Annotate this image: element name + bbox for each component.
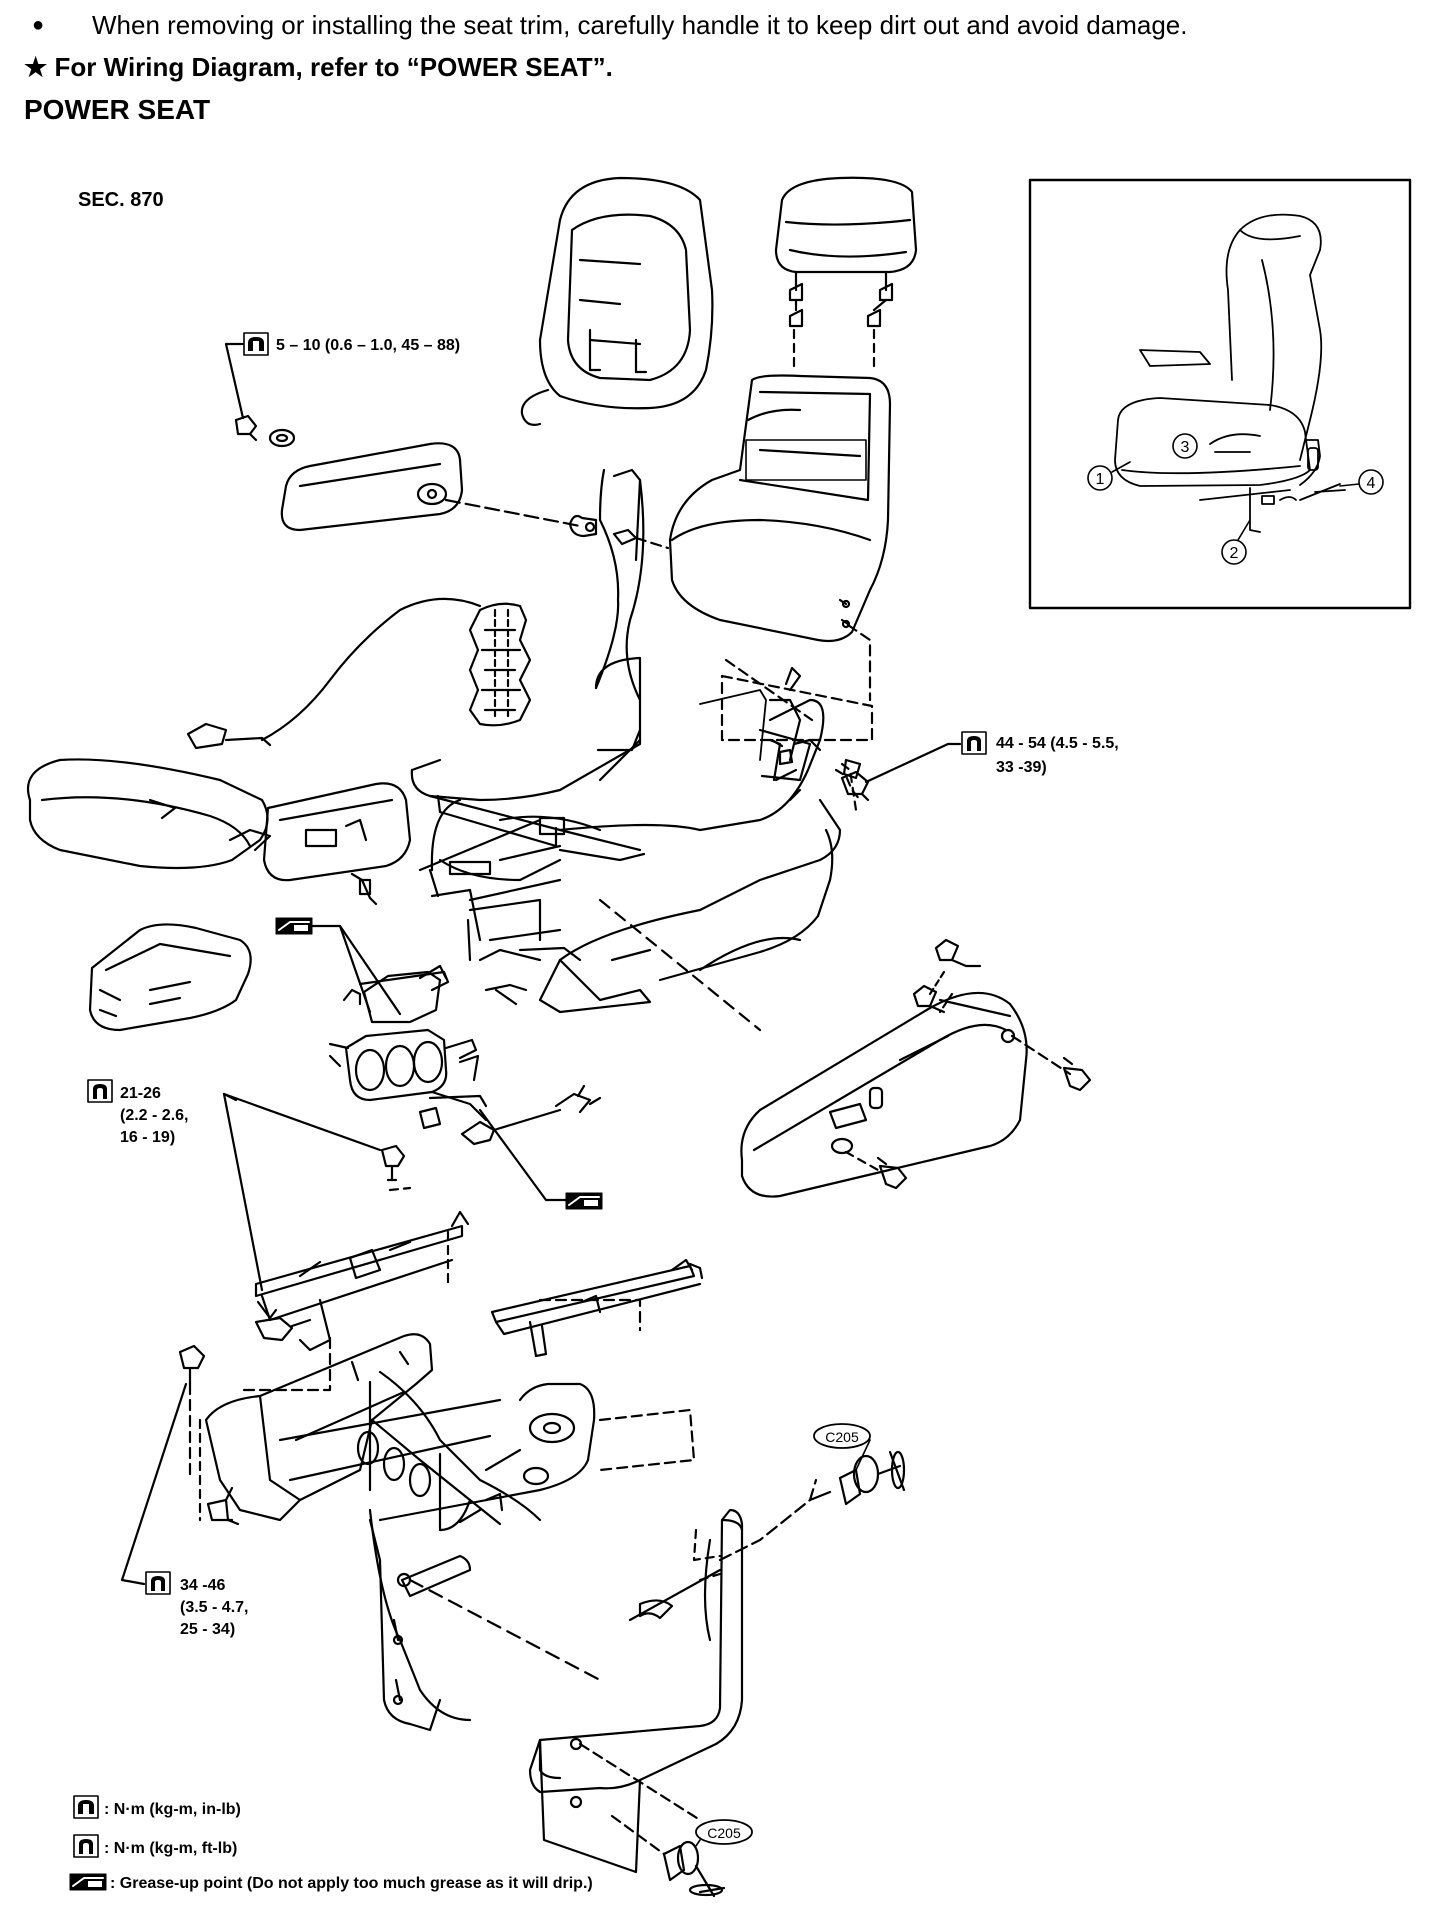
inset-seat-illustration — [1114, 213, 1346, 533]
callout-4: 4 — [1367, 475, 1376, 492]
headrest — [774, 176, 918, 372]
armrest — [280, 442, 670, 550]
grease-icon-2 — [564, 1191, 604, 1211]
torque-spec-4-line1: 34 -46 — [180, 1577, 225, 1594]
inset-box: 1 2 3 4 — [1028, 178, 1412, 610]
seat-frame — [410, 468, 842, 1014]
lower-side-finisher — [528, 1478, 818, 1874]
torque-spec-2-line2: 33 -39) — [996, 759, 1047, 776]
bullet-dot: ● — [32, 14, 45, 36]
armrest-bolt — [224, 342, 296, 448]
section-title: POWER SEAT — [24, 94, 211, 125]
torque-icon-ftlb — [960, 730, 988, 756]
callout-2: 2 — [1230, 545, 1239, 562]
legend-torque-icon — [72, 1794, 100, 1820]
grease-leader-lower — [478, 1108, 568, 1202]
seat-base-bolt — [120, 1344, 206, 1586]
callout-1: 1 — [1096, 471, 1105, 488]
seat-cushion-trim — [26, 758, 272, 870]
seat-heater-pad — [186, 597, 532, 750]
torque-spec-3-line3: 16 - 19) — [120, 1129, 175, 1146]
instruction-bullet: ● When removing or installing the seat tr… — [24, 10, 1187, 41]
torque-spec-3-line1: 21-26 — [120, 1085, 161, 1102]
legend-item-ftlb: : N·m (kg-m, ft-lb) — [104, 1840, 237, 1857]
clip-c205-lower — [610, 1814, 726, 1898]
grease-icon-1 — [274, 916, 314, 936]
slide-rail-bolt — [222, 1092, 412, 1292]
seat-riser-frame — [198, 1298, 696, 1732]
seat-side-cover — [262, 782, 412, 906]
torque-spec-3-line2: (2.2 - 2.6, — [120, 1107, 188, 1124]
legend-wrench-icon — [72, 1833, 100, 1859]
recliner-bolt — [840, 742, 962, 802]
legend-grease-icon — [68, 1872, 108, 1892]
instruction-text: When removing or installing the seat tri… — [92, 10, 1188, 40]
grease-leader-top — [310, 924, 402, 1016]
legend-item-inlb: : N·m (kg-m, in-lb) — [104, 1801, 241, 1818]
seatback-trim — [520, 176, 714, 426]
clip-label-oval-1 — [813, 1423, 871, 1449]
seatback-frame — [668, 374, 892, 702]
slide-rail-inner — [238, 1210, 470, 1392]
seat-side-finisher — [598, 898, 1072, 1198]
section-number: SEC. 870 — [78, 189, 164, 211]
legend-item-grease: : Grease-up point (Do not apply too much… — [110, 1875, 593, 1892]
assembly-leader-box — [720, 674, 874, 742]
torque-icon-inlb — [242, 331, 270, 357]
clip-label-oval-2 — [695, 1819, 753, 1845]
torque-spec-2-line1: 44 - 54 (4.5 - 5.5, — [996, 735, 1119, 752]
torque-icon-ftlb-2 — [86, 1078, 114, 1104]
seat-motor-assembly — [328, 964, 602, 1146]
clip-label-2: C205 — [707, 1825, 741, 1841]
front-cover — [88, 923, 252, 1032]
recliner-bracket — [699, 658, 862, 812]
torque-icon-ftlb-3 — [144, 1570, 172, 1596]
slide-rail-outer — [490, 1258, 704, 1358]
wiring-note: ★ For Wiring Diagram, refer to “POWER SE… — [24, 52, 613, 82]
clip-label-1: C205 — [825, 1429, 859, 1445]
finisher-screws — [876, 938, 1092, 1190]
clip-c205-upper — [808, 1439, 906, 1506]
callout-3: 3 — [1181, 439, 1190, 456]
torque-spec-4-line2: (3.5 - 4.7, — [180, 1599, 248, 1616]
torque-spec-1: 5 – 10 (0.6 – 1.0, 45 – 88) — [276, 337, 460, 354]
torque-spec-4-line3: 25 - 34) — [180, 1621, 235, 1638]
